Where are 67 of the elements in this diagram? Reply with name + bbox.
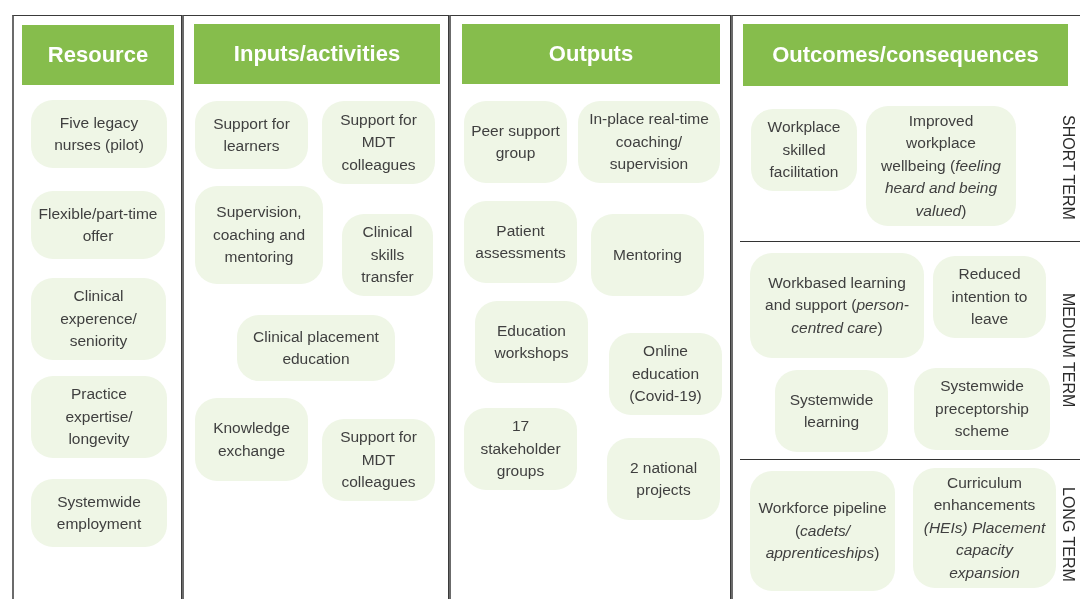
box-text: Workforce pipeline (cadets/ apprenticeships) [757,498,888,564]
rounded-box [933,256,1046,338]
box-text: Flexible/part-time offer [37,203,159,246]
rounded-box [31,100,167,168]
rounded-box [464,408,577,490]
rounded-box [342,214,433,296]
box-text: Systemwide learning [788,389,875,432]
box-text: Support for learners [212,113,291,156]
column-heading: Inputs/activities [194,24,440,84]
rounded-box [591,214,704,296]
box-text: Workplace skilled facilitation [766,117,842,183]
box-text: Systemwide employment [55,491,143,534]
box-text: Patient assessments [474,220,567,263]
box-text: Online education (Covid-19) [628,341,703,407]
rounded-box [31,191,165,259]
rounded-box [914,368,1050,450]
box-text: Supervision, coaching and mentoring [211,202,307,268]
box-text: Curriculum enhancements (HEIs) Placement capacity expansion [922,472,1047,583]
box-text: Clinical placement education [252,326,380,369]
box-text: Practice expertise/ longevity [64,384,134,450]
box-text: Knowledge exchange [212,418,291,461]
rounded-box [775,370,888,452]
box-text: Support for MDT colleagues [339,109,418,175]
rounded-box [751,109,857,191]
box-text: Systemwide preceptorship scheme [934,376,1030,442]
rounded-box [866,106,1016,226]
rounded-box [195,186,323,284]
rounded-box [464,101,567,183]
box-text: Support for MDT colleagues [339,427,418,493]
box-text: Clinical skills transfer [360,222,415,288]
rounded-box [607,438,720,520]
rounded-box [31,376,167,458]
term-label: SHORT TERM [1059,114,1077,220]
rounded-box [609,333,722,415]
rounded-box [237,315,395,381]
box-text: In-place real-time coaching/ supervision [588,109,710,175]
box-text: Reduced intention to leave [950,264,1029,330]
column-panel [182,15,449,599]
rounded-box [475,301,588,383]
rounded-box [464,201,577,283]
box-text: 2 national projects [628,457,699,500]
column-panel [731,15,1080,599]
rounded-box [195,101,308,169]
box-text: Education workshops [493,320,570,363]
term-label: MEDIUM TERM [1059,293,1077,408]
rounded-box [322,419,435,501]
rounded-box [31,278,166,360]
rounded-box [750,471,895,591]
term-label: LONG TERM [1059,487,1077,582]
column-heading: Outcomes/consequences [743,24,1068,86]
column-heading: Outputs [462,24,720,84]
box-text: Five legacy nurses (pilot) [53,112,145,155]
box-text: Improved workplace wellbeing (feeling heard and being valued) [880,110,1002,221]
box-text: Mentoring [613,244,682,265]
box-text: 17 stakeholder groups [479,416,562,482]
column-panel [12,15,182,599]
rounded-box [31,479,167,547]
box-text: Clinical experence/ seniority [59,286,138,352]
rounded-box [750,253,924,358]
box-text: Peer support group [470,120,561,163]
box-text: Workbased learning and support (person-centred care) [764,272,910,338]
column-panel [449,15,731,599]
rounded-box [913,468,1056,588]
rounded-box [195,398,308,481]
rounded-box [578,101,720,183]
column-heading: Resource [22,25,174,85]
rounded-box [322,101,435,184]
